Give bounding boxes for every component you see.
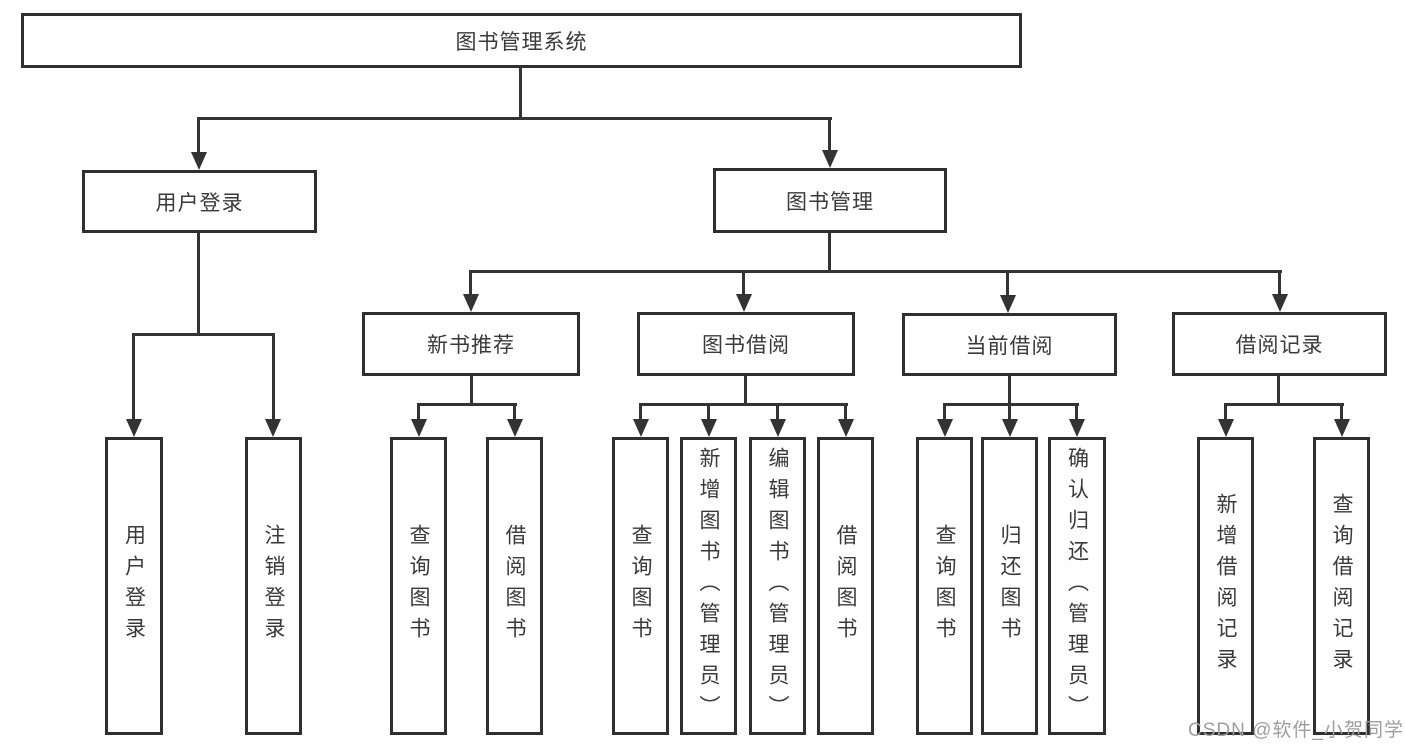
connector-sec1-rail <box>639 403 848 406</box>
connector-level2-rail <box>469 270 1282 273</box>
connector-drop-book-management <box>828 117 831 151</box>
leaf-return-books: 归还图书 <box>981 437 1038 735</box>
leaf-add-borrow-record: 新增借阅记录 <box>1197 437 1254 735</box>
connector-sec3-drop1 <box>1224 403 1227 421</box>
connector-sec3-rail <box>1224 403 1344 406</box>
arrowhead-book-management <box>822 150 838 168</box>
connector-sec0-drop2 <box>513 403 516 421</box>
connector-sec2-stem <box>1008 376 1011 406</box>
node-borrowing-records: 借阅记录 <box>1172 312 1387 376</box>
arrowhead-sec3-leaf1 <box>1218 419 1234 437</box>
leaf-logout: 注销登录 <box>245 437 302 735</box>
leaf-borrow-books-recommend: 借阅图书 <box>486 437 543 735</box>
arrowhead-sec1-leaf2 <box>701 419 717 437</box>
connector-drop-current-borrow <box>1006 270 1009 296</box>
arrowhead-current-borrow <box>1000 295 1016 313</box>
arrowhead-book-borrow <box>736 294 752 312</box>
leaf-add-books-admin: 新增图书（管理员） <box>680 437 737 735</box>
connector-sec0-stem <box>470 376 473 406</box>
arrowhead-new-book <box>463 294 479 312</box>
leaf-edit-books-admin: 编辑图书（管理员） <box>749 437 806 735</box>
leaf-user-login: 用户登录 <box>105 437 163 735</box>
connector-level1-rail <box>198 117 832 120</box>
connector-drop-leaf-user-login <box>132 333 135 421</box>
arrowhead-sec0-leaf1 <box>411 419 427 437</box>
leaf-confirm-return-admin: 确认归还（管理员） <box>1048 437 1106 735</box>
arrowhead-sec2-leaf1 <box>937 419 953 437</box>
arrowhead-leaf-user-login <box>126 419 142 437</box>
connector-drop-new-book <box>469 270 472 296</box>
connector-sec1-stem <box>744 376 747 406</box>
arrowhead-sec1-leaf4 <box>838 419 854 437</box>
arrowhead-sec2-leaf2 <box>1002 419 1018 437</box>
node-book-borrowing: 图书借阅 <box>637 312 855 376</box>
arrowhead-borrow-records <box>1272 294 1288 312</box>
connector-drop-borrow-records <box>1278 270 1281 296</box>
connector-sec1-drop3 <box>776 403 779 421</box>
leaf-query-books-current: 查询图书 <box>916 437 973 735</box>
connector-user-rail <box>132 333 275 336</box>
connector-sec1-drop4 <box>844 403 847 421</box>
arrowhead-sec2-leaf3 <box>1069 419 1085 437</box>
leaf-query-books-borrowing: 查询图书 <box>612 437 669 735</box>
connector-sec1-drop2 <box>707 403 710 421</box>
connector-book-stem <box>828 233 831 273</box>
leaf-borrow-books: 借阅图书 <box>817 437 874 735</box>
leaf-query-books-recommend: 查询图书 <box>390 437 447 735</box>
arrowhead-leaf-logout <box>265 419 281 437</box>
connector-sec2-drop2 <box>1008 403 1011 421</box>
connector-sec1-drop1 <box>639 403 642 421</box>
csdn-watermark: CSDN @软件_小贺同学 <box>1188 720 1404 741</box>
connector-drop-user-login <box>197 117 200 153</box>
leaf-query-borrow-record: 查询借阅记录 <box>1313 437 1370 735</box>
connector-sec2-rail <box>943 403 1079 406</box>
arrowhead-sec1-leaf3 <box>770 419 786 437</box>
node-library-management-system: 图书管理系统 <box>21 13 1022 68</box>
node-book-management: 图书管理 <box>713 168 947 233</box>
connector-root-stem <box>519 68 522 120</box>
connector-sec2-drop3 <box>1075 403 1078 421</box>
connector-drop-book-borrow <box>742 270 745 296</box>
arrowhead-sec1-leaf1 <box>633 419 649 437</box>
connector-sec0-drop1 <box>417 403 420 421</box>
connector-drop-leaf-logout <box>272 333 275 421</box>
arrowhead-sec0-leaf2 <box>507 419 523 437</box>
connector-sec3-stem <box>1277 376 1280 406</box>
node-new-book-recommend: 新书推荐 <box>362 312 580 376</box>
connector-sec3-drop2 <box>1340 403 1343 421</box>
arrowhead-user-login <box>191 152 207 170</box>
connector-sec2-drop1 <box>943 403 946 421</box>
connector-user-stem <box>197 233 200 336</box>
connector-sec0-rail <box>417 403 517 406</box>
arrowhead-sec3-leaf2 <box>1334 419 1350 437</box>
node-user-login: 用户登录 <box>82 170 317 233</box>
node-current-borrowing: 当前借阅 <box>902 313 1117 376</box>
